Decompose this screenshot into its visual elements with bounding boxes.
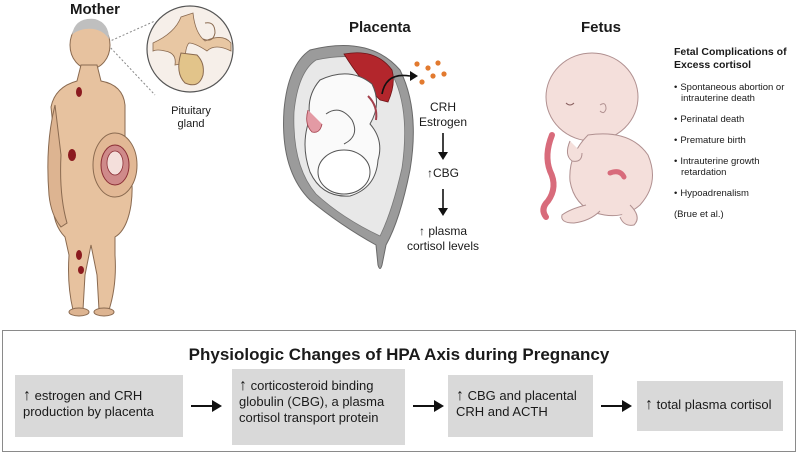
complication-item: Hypoadrenalism (674, 188, 796, 199)
up-arrow-3: ↑ (456, 387, 464, 404)
hpa-arrow-3 (601, 400, 632, 412)
flow-step-2: ↑CBG (398, 166, 488, 181)
hpa-arrow-2 (413, 400, 444, 412)
fetus-label: Fetus (581, 19, 622, 36)
fetus-cord (540, 132, 557, 220)
complications-title-line1: Fetal Complications of (674, 46, 787, 58)
mother-hair (72, 18, 109, 39)
flow-up-symbol-2: ↑ (418, 224, 425, 238)
complications-block: Fetal Complications of Excess cortisol S… (674, 46, 796, 220)
mother-foot-left (68, 307, 90, 317)
flow-step-3: ↑ plasma cortisol levels (383, 224, 503, 254)
complication-item: Intrauterine growth retardation (674, 156, 796, 178)
hpa-box-2: ↑ corticosteroid binding globulin (CBG),… (232, 369, 405, 445)
fetus-arm (566, 140, 583, 162)
fetus-leg-2 (619, 204, 638, 226)
hpa-box-4-text: total plasma cortisol (656, 397, 772, 412)
mother-arm (47, 104, 68, 228)
hpa-arrow-1 (191, 400, 222, 412)
up-arrow-2: ↑ (239, 377, 247, 394)
placenta-release-arrow (381, 71, 418, 95)
hpa-panel-title: Physiologic Changes of HPA Axis during P… (188, 345, 610, 364)
flow-arrow-2 (438, 189, 448, 216)
fetus-illustration (540, 52, 653, 226)
mother-foot-right (93, 307, 115, 317)
zoom-line-bottom (107, 44, 156, 96)
placenta-label: Placenta (349, 19, 411, 36)
complication-item: Premature birth (674, 135, 796, 146)
complications-title: Fetal Complications of Excess cortisol (674, 46, 796, 72)
complications-list: Spontaneous abortion or intrauterine dea… (674, 82, 796, 199)
lesion-1 (76, 87, 82, 97)
flow-arrow-1 (438, 133, 448, 160)
fetus-leg (561, 204, 601, 224)
zoom-line-top (107, 20, 156, 43)
hpa-panel: Physiologic Changes of HPA Axis during P… (2, 330, 796, 452)
flow-plasma: plasma (428, 224, 468, 238)
complication-item: Perinatal death (674, 114, 796, 125)
hpa-box-1-text: estrogen and CRH production by placenta (23, 388, 154, 419)
lesion-3 (76, 250, 82, 260)
flow-cortisol: cortisol levels (406, 239, 480, 253)
up-arrow-1: ↑ (23, 387, 31, 404)
lesion-4 (78, 266, 84, 274)
hpa-box-2-text: corticosteroid binding globulin (CBG), a… (239, 378, 385, 425)
complication-item: Spontaneous abortion or intrauterine dea… (674, 82, 796, 104)
complications-title-line2: Excess cortisol (674, 59, 752, 71)
hpa-box-1: ↑ estrogen and CRH production by placent… (15, 375, 183, 437)
flow-estrogen: Estrogen (418, 115, 468, 129)
hpa-box-3-text: CBG and placental CRH and ACTH (456, 388, 577, 419)
umbilical-cord (306, 109, 323, 133)
mother-label: Mother (70, 1, 120, 18)
fetus-head-large (545, 52, 639, 142)
hpa-box-4: ↑ total plasma cortisol (637, 381, 783, 431)
flow-step-1: CRH Estrogen (398, 100, 488, 130)
hpa-box-3: ↑ CBG and placental CRH and ACTH (448, 375, 593, 437)
up-arrow-4: ↑ (645, 396, 653, 413)
flow-up-symbol: ↑ (426, 166, 433, 180)
pituitary-zoom (146, 5, 234, 93)
placenta-illustration (283, 45, 414, 269)
pituitary-label: Pituitary gland (171, 105, 211, 130)
flow-crh: CRH (430, 100, 456, 114)
mother-fetus-small (106, 150, 124, 176)
fetus-head (317, 149, 371, 195)
citation: (Brue et al.) (674, 209, 724, 220)
hormone-dots (414, 60, 447, 85)
mother-illustration (47, 18, 156, 317)
flow-cbg: CBG (432, 166, 459, 180)
lesion-2 (68, 149, 76, 161)
